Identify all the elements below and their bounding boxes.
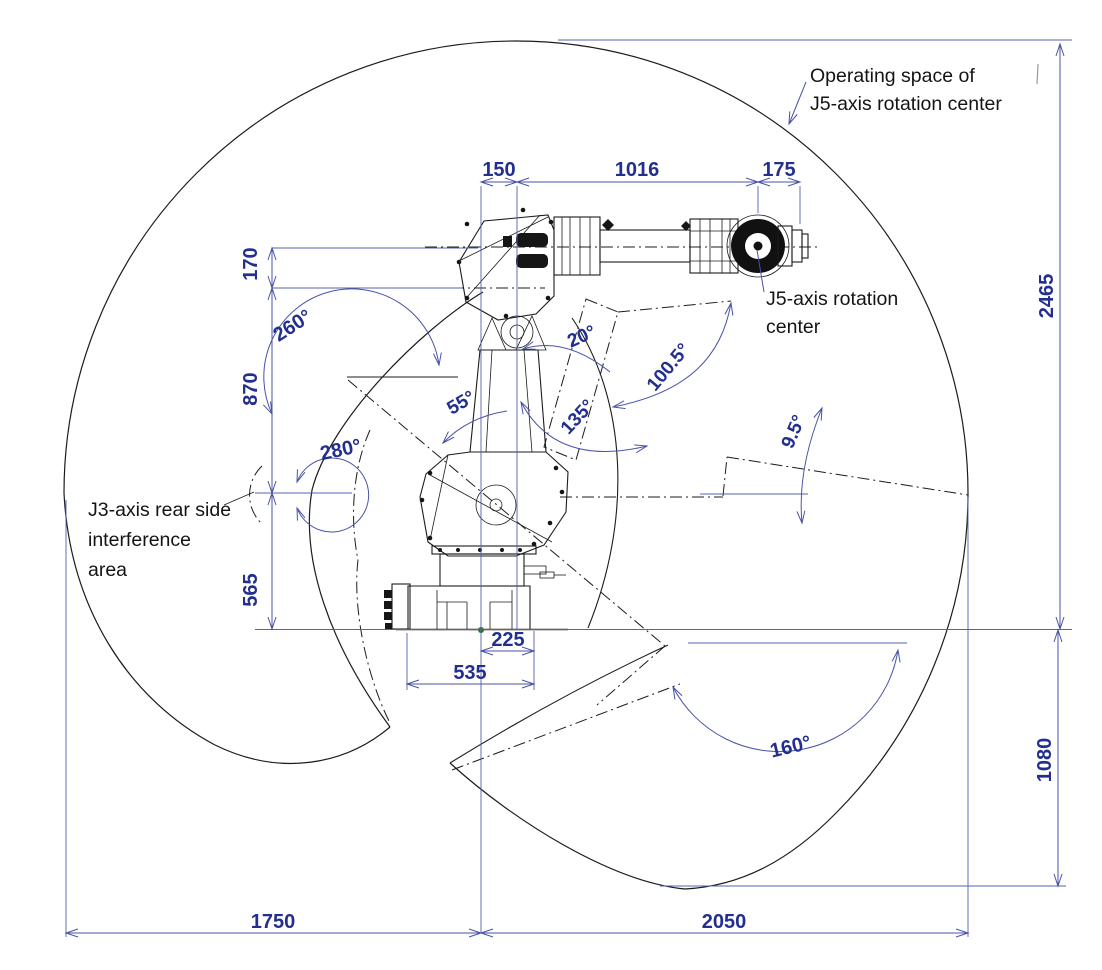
angle-arcs — [262, 288, 901, 753]
arc-9-5 — [796, 406, 823, 525]
arc-20 — [521, 341, 611, 373]
envelope-left-lower-arc — [63, 492, 391, 765]
operating-envelope — [63, 40, 1039, 890]
dim-565-label: 565 — [240, 573, 262, 606]
angle-20-label: 20° — [564, 322, 599, 353]
operating-space-note-line1: Operating space of — [810, 65, 975, 87]
j5-center-leader — [756, 249, 765, 293]
angle-280-label: 280° — [318, 435, 363, 465]
j5-wrist — [726, 214, 809, 278]
arm-alternate-position-rect — [543, 298, 619, 461]
wrist-coupling — [689, 218, 739, 274]
dim-870-label: 870 — [240, 372, 262, 405]
dim-2050-label: 2050 — [702, 911, 747, 933]
dim-1016-label: 1016 — [615, 159, 660, 181]
dim-150-label: 150 — [482, 159, 515, 181]
j2-body-housing — [419, 451, 569, 557]
j3-rear-phantom-arc — [249, 465, 263, 525]
forearm-tube — [599, 229, 691, 263]
arc-135 — [520, 400, 649, 454]
j5-center-note-line1: J5-axis rotation — [766, 288, 898, 310]
swivel-base — [439, 553, 566, 587]
envelope-main-circle — [63, 40, 969, 890]
text-annotations: Operating space of J5-axis rotation cent… — [88, 65, 1002, 581]
tilt-9-5-line — [726, 456, 969, 496]
tube-fitting-rear — [681, 221, 691, 231]
dimension-lines — [64, 42, 1065, 938]
arc-160 — [672, 648, 901, 753]
dim-535-label: 535 — [453, 662, 486, 684]
swivel-drum — [439, 553, 525, 587]
arc-280 — [296, 457, 370, 533]
angle-135-label: 135° — [557, 396, 599, 439]
clevis-left — [477, 317, 507, 351]
phantom-lines — [249, 246, 969, 771]
arc-55 — [441, 410, 508, 445]
forearm-assembly — [553, 216, 739, 276]
lower-wedge-edge — [449, 644, 669, 764]
motor-slot-lower — [516, 254, 548, 268]
operating-space-note-line2: J5-axis rotation center — [810, 93, 1002, 115]
dim-1750-label: 1750 — [251, 911, 296, 933]
robot-head-j3-housing — [456, 207, 555, 351]
dimension-labels: 150 1016 175 170 870 565 2465 1080 225 5… — [240, 159, 1058, 933]
j3-rear-interference-curve — [308, 291, 484, 728]
dim-1080-label: 1080 — [1034, 738, 1056, 783]
j3-area-note-line1: J3-axis rear side — [88, 499, 231, 521]
bolt-dots — [456, 207, 554, 319]
dim-225-label: 225 — [491, 629, 524, 651]
diagonal-reference — [347, 379, 666, 647]
base-pedestal — [384, 583, 568, 633]
j3-rear-phantom-curve — [353, 429, 391, 724]
dim-2465-label: 2465 — [1036, 274, 1058, 319]
j3-area-note-line2: interference — [88, 529, 191, 551]
clevis-right — [515, 315, 547, 351]
arc-260 — [262, 288, 442, 416]
motor-slot-upper — [516, 233, 548, 247]
extension-lines — [65, 39, 1072, 937]
tube-fitting-front — [602, 219, 614, 231]
connector-box — [391, 583, 411, 630]
stray-tick — [1036, 63, 1039, 85]
operating-space-leader — [788, 81, 807, 126]
angle-labels: 260° 280° 55° 20° 135° 100.5° 9.5° 160° — [269, 305, 813, 762]
j5-center-note-line2: center — [766, 316, 821, 338]
j3-area-leader — [223, 491, 255, 506]
cable-connectors — [384, 590, 392, 629]
arc-100-5 — [611, 301, 734, 410]
robot-manipulator — [384, 207, 809, 633]
leader-lines — [223, 81, 807, 506]
j5-center-point — [753, 241, 763, 251]
angle-100-5-label: 100.5° — [643, 340, 695, 396]
j3-area-note-line3: area — [88, 559, 127, 581]
angle-160-label: 160° — [768, 732, 813, 763]
dim-175-label: 175 — [762, 159, 795, 181]
dim-170-label: 170 — [240, 247, 262, 280]
body-right-envelope-curve — [571, 317, 619, 629]
angle-9-5-label: 9.5° — [778, 412, 811, 452]
